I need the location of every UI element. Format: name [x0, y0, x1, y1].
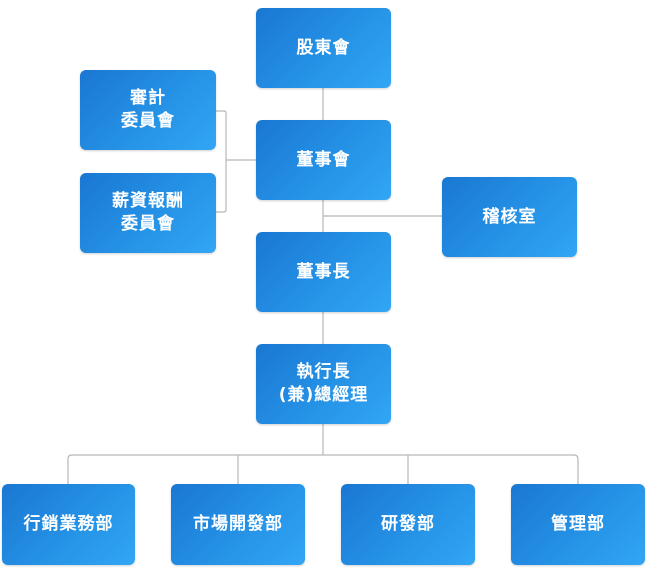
marketing-sales-node[interactable]: 行銷業務部: [2, 484, 135, 565]
audit-committee-label-line-1: 審計: [130, 88, 166, 108]
board-node[interactable]: 董事會: [256, 120, 391, 200]
ceo-node[interactable]: 執行長 (兼)總經理: [256, 344, 391, 424]
shareholders-label-line-1: 股東會: [296, 37, 351, 58]
rnd-node[interactable]: 研發部: [341, 484, 475, 565]
internal-audit-label-line-1: 稽核室: [482, 206, 537, 227]
connector-committees-bracket: [216, 110, 227, 213]
management-node[interactable]: 管理部: [511, 484, 645, 565]
remuneration-committee-label-line-2: 委員會: [121, 214, 175, 234]
remuneration-committee-node[interactable]: 薪資報酬委員會: [80, 173, 216, 253]
chairman-label-line-1: 董事長: [296, 261, 351, 282]
shareholders-node[interactable]: 股東會: [256, 8, 391, 88]
remuneration-committee-label-line-1: 薪資報酬: [112, 191, 184, 211]
market-development-label-line-1: 市場開發部: [193, 514, 283, 534]
chairman-node[interactable]: 董事長: [256, 232, 391, 312]
board-label-line-1: 董事會: [296, 149, 351, 170]
audit-committee-node[interactable]: 審計委員會: [80, 70, 216, 150]
connector-departments-bar: [67, 454, 579, 484]
ceo-label-line-2: (兼)總經理: [278, 385, 369, 405]
rnd-label-line-1: 研發部: [381, 514, 435, 534]
audit-committee-label-line-2: 委員會: [121, 111, 175, 131]
market-development-node[interactable]: 市場開發部: [171, 484, 305, 565]
internal-audit-node[interactable]: 稽核室: [442, 177, 577, 257]
marketing-sales-label-line-1: 行銷業務部: [23, 514, 114, 534]
ceo-label-line-1: 執行長: [296, 362, 351, 382]
management-label-line-1: 管理部: [551, 514, 605, 534]
